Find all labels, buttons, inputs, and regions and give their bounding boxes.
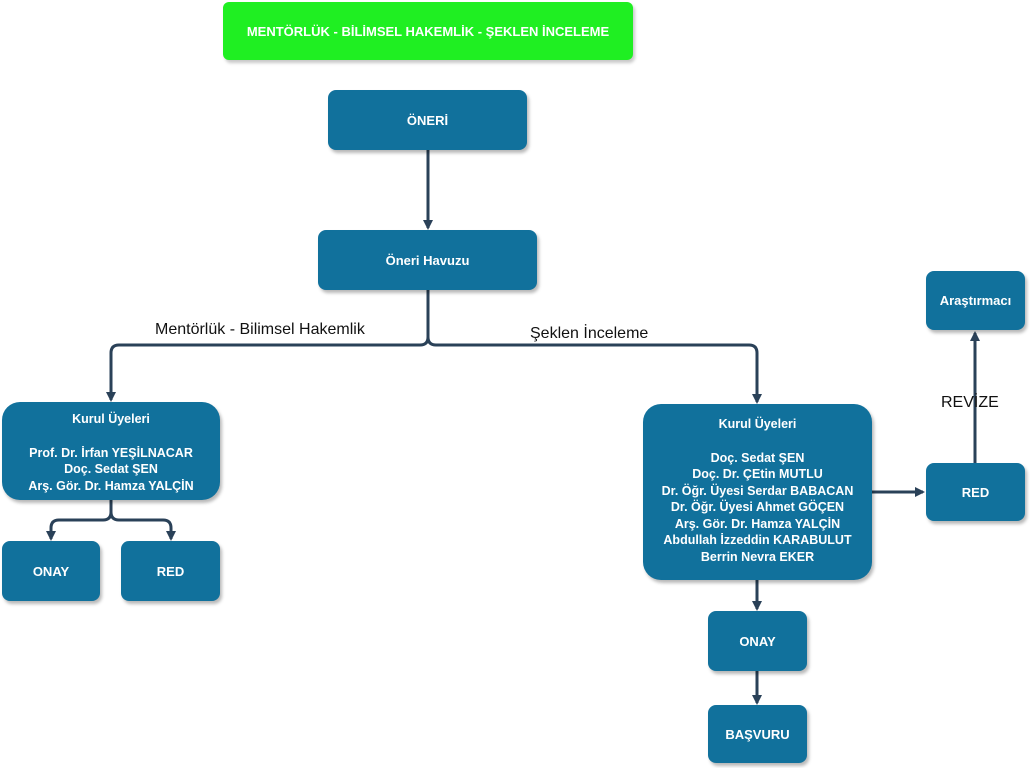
right-red-node: RED: [926, 463, 1025, 521]
edge-left-panel-red: [109, 511, 176, 541]
right-member: Arş. Gör. Dr. Hamza YALÇİN: [674, 516, 841, 531]
right-member: Dr. Öğr. Üyesi Serdar BABACAN: [661, 483, 854, 498]
edge-label-seklen: Şeklen İnceleme: [530, 325, 649, 342]
edge-havuz-right-panel: [426, 336, 762, 404]
left-member: Arş. Gör. Dr. Hamza YALÇİN: [28, 478, 194, 493]
oneri-node: ÖNERİ: [328, 90, 527, 150]
right-onay-node: ONAY: [708, 611, 807, 671]
right-panel-heading: Kurul Üyeleri: [718, 417, 797, 431]
left-red-node: RED: [121, 541, 220, 601]
basvuru-node: BAŞVURU: [708, 705, 807, 763]
left-panel-heading: Kurul Üyeleri: [72, 412, 150, 426]
edge-label-revize: REVİZE: [941, 394, 999, 411]
right-member: Dr. Öğr. Üyesi Ahmet GÖÇEN: [670, 500, 845, 514]
left-onay-node: ONAY: [2, 541, 100, 601]
right-kurul-uyeleri-node: Kurul Üyeleri Doç. Sedat ŞEN Doç. Dr. ÇE…: [643, 404, 872, 580]
edge-left-panel-onay: [46, 500, 113, 541]
right-member: Doç. Dr. ÇEtin MUTLU: [692, 467, 823, 481]
arastirmaci-node: Araştırmacı: [926, 271, 1025, 330]
diagram-title: MENTÖRLÜK - BİLİMSEL HAKEMLİK - ŞEKLEN İ…: [223, 2, 633, 60]
right-member: Berrin Nevra EKER: [700, 549, 815, 564]
edge-label-mentorluk: Mentörlük - Bilimsel Hakemlik: [155, 321, 365, 338]
edge-havuz-left-panel: [106, 290, 430, 402]
left-member: Prof. Dr. İrfan YEŞİLNACAR: [29, 445, 193, 460]
left-member: Doç. Sedat ŞEN: [64, 462, 158, 476]
right-member: Doç. Sedat ŞEN: [710, 450, 805, 465]
right-member: Abdullah İzzeddin KARABULUT: [663, 533, 852, 547]
oneri-havuzu-node: Öneri Havuzu: [318, 230, 537, 290]
left-kurul-uyeleri-node: Kurul Üyeleri Prof. Dr. İrfan YEŞİLNACAR…: [2, 402, 220, 500]
